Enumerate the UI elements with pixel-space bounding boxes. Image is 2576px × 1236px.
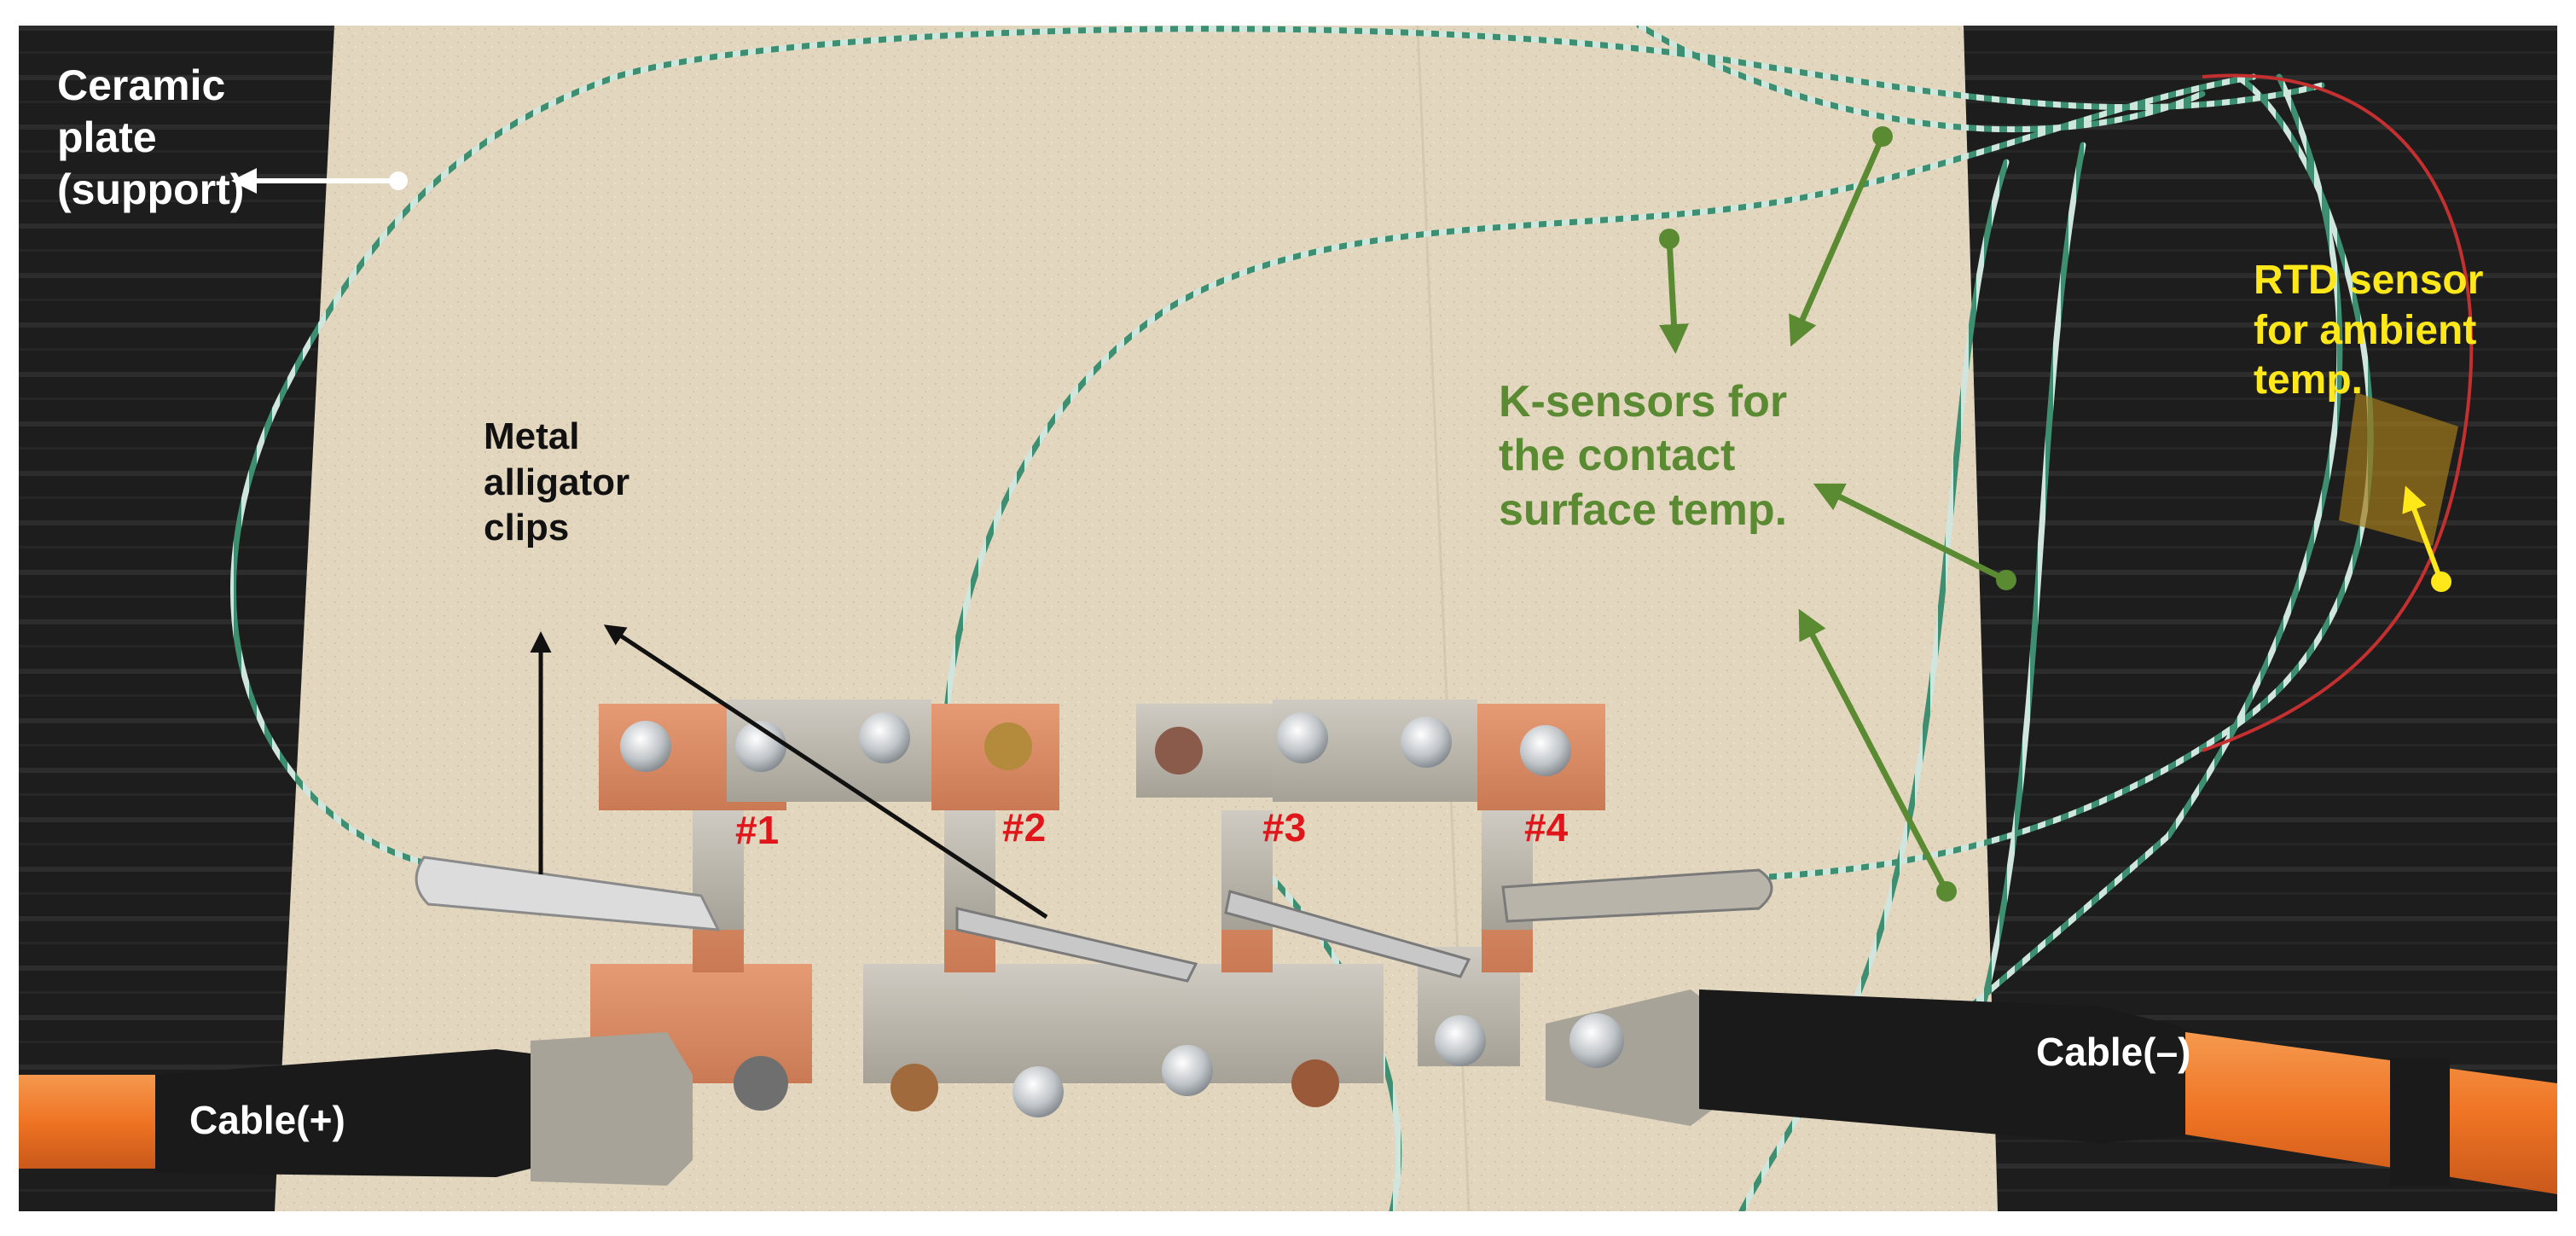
cable-positive <box>19 1032 693 1186</box>
junction-4-label: #4 <box>1524 805 1569 850</box>
photo-frame: Ceramic plate (support) Metal alligator … <box>19 26 2557 1211</box>
alligator-clips-label: Metal alligator clips <box>484 415 630 549</box>
rtd-sensor-label: RTD sensor for ambient temp. <box>2254 258 2484 403</box>
rtd-kapton-tape <box>2339 392 2458 546</box>
clip-arrow-2 <box>603 624 1048 920</box>
junction-2-label: #2 <box>1002 805 1047 850</box>
junction-3-label: #3 <box>1262 805 1307 850</box>
ceramic-plate-arrow-dot <box>389 171 408 190</box>
k-sensor-arrows <box>1658 135 2008 893</box>
k-sensors-label: K-sensors for the contact surface temp. <box>1499 377 1788 535</box>
rtd-sensor-arrow <box>2402 485 2444 583</box>
ceramic-plate-label: Ceramic plate (support) <box>57 61 245 213</box>
cable-negative-label: Cable(–) <box>2036 1030 2191 1074</box>
rtd-sensor-dot <box>2431 572 2451 592</box>
busbar-assembly <box>590 699 1605 1083</box>
test-setup-photo <box>19 26 2557 1211</box>
rtd-wire <box>2202 73 2474 752</box>
alligator-clips <box>415 856 1773 983</box>
cable-negative <box>1546 989 2557 1194</box>
cable-positive-label: Cable(+) <box>189 1098 345 1142</box>
cable-negative-bolt <box>1569 1013 1624 1068</box>
junction-1-label: #1 <box>735 808 780 852</box>
k-sensor-dots <box>1659 126 2016 902</box>
